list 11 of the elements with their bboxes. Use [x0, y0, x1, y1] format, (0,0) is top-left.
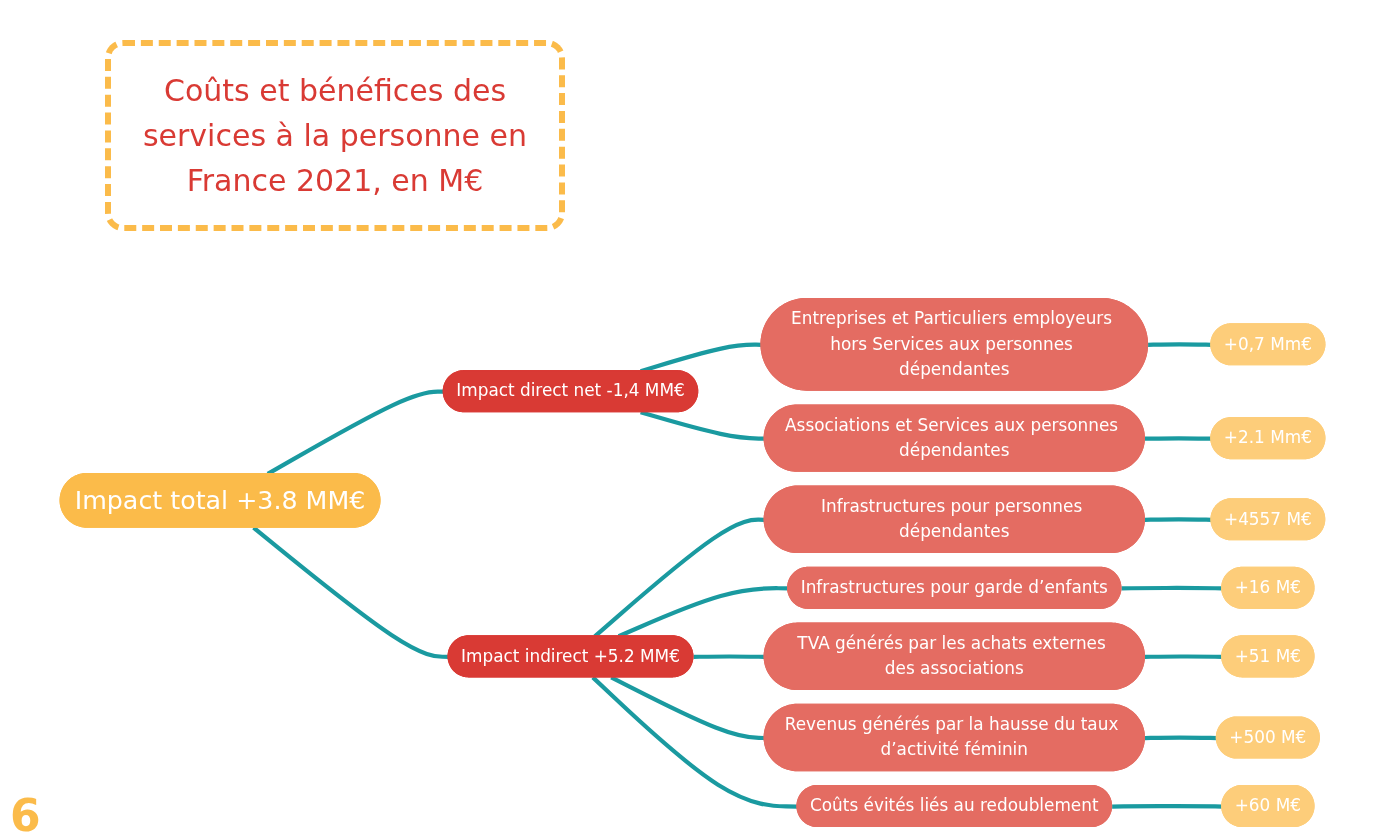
connector — [591, 675, 798, 809]
connector — [693, 654, 765, 659]
page-number: 6 — [10, 790, 41, 840]
connector — [1144, 735, 1217, 741]
connector — [252, 526, 449, 659]
title: Coûts et bénéfices des services à la personne en France 2021, en M€ — [105, 40, 565, 231]
connector — [610, 675, 765, 741]
connector — [1144, 517, 1212, 522]
connector — [1148, 342, 1212, 347]
connector — [1144, 436, 1212, 441]
connector — [640, 410, 765, 441]
